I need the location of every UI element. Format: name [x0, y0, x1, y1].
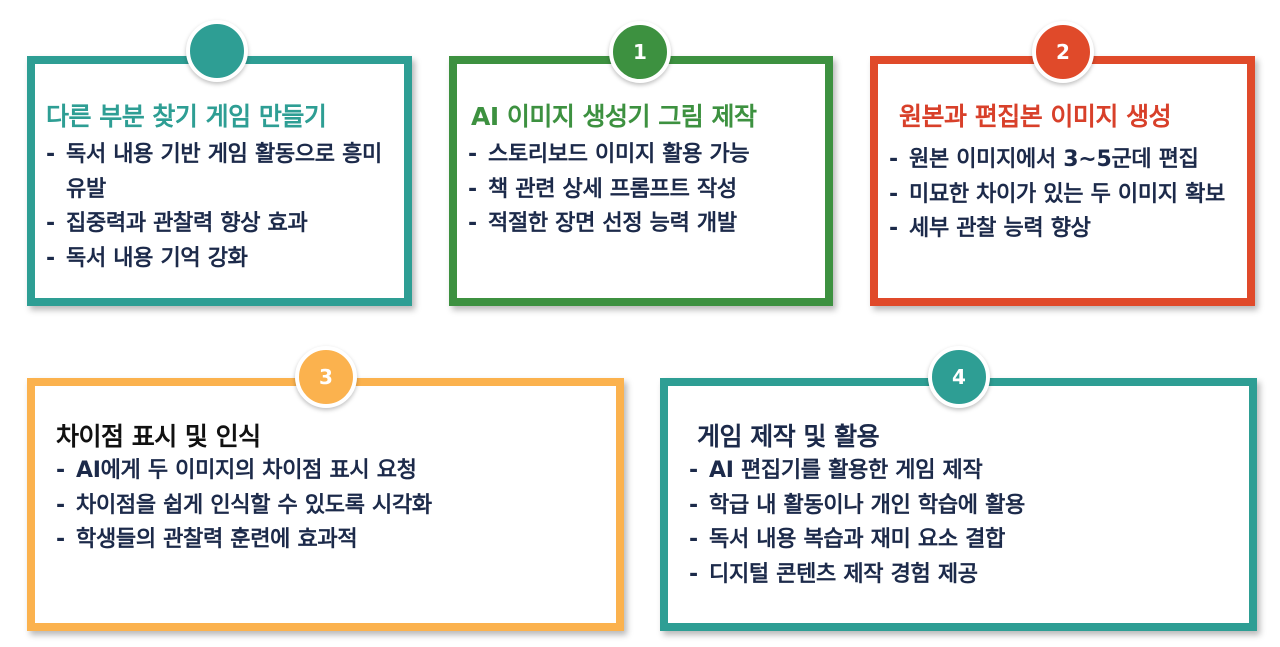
- bullet-list: AI 편집기를 활용한 게임 제작 학급 내 활동이나 개인 학습에 활용 독서…: [687, 454, 1247, 592]
- list-item: 학생들의 관찰력 훈련에 효과적: [54, 523, 614, 558]
- bullet-list: 스토리보드 이미지 활용 가능 책 관련 상세 프롬프트 작성 적절한 장면 선…: [466, 138, 826, 242]
- list-item: 독서 내용 기억 강화: [44, 242, 406, 277]
- list-item: 집중력과 관찰력 향상 효과: [44, 207, 406, 242]
- bullet-list: AI에게 두 이미지의 차이점 표시 요청 차이점을 쉽게 인식할 수 있도록 …: [54, 454, 614, 558]
- list-item: 미묘한 차이가 있는 두 이미지 확보: [887, 178, 1249, 213]
- card-title: AI 이미지 생성기 그림 제작: [471, 102, 757, 131]
- list-item: 독서 내용 기반 게임 활동으로 흥미 유발: [44, 138, 406, 207]
- card-title: 원본과 편집본 이미지 생성: [899, 102, 1172, 131]
- step-badge-label: 2: [1056, 40, 1070, 64]
- list-item: 디지털 콘텐츠 제작 경험 제공: [687, 558, 1247, 593]
- list-item: 학급 내 활동이나 개인 학습에 활용: [687, 489, 1247, 524]
- card-title: 다른 부분 찾기 게임 만들기: [46, 102, 327, 131]
- list-item: 책 관련 상세 프롬프트 작성: [466, 173, 826, 208]
- list-item: 원본 이미지에서 3~5군데 편집: [887, 143, 1249, 178]
- step-badge-1: 1: [609, 21, 671, 83]
- list-item: 독서 내용 복습과 재미 요소 결합: [687, 523, 1247, 558]
- bullet-list: 독서 내용 기반 게임 활동으로 흥미 유발 집중력과 관찰력 향상 효과 독서…: [44, 138, 406, 276]
- bullet-list: 원본 이미지에서 3~5군데 편집 미묘한 차이가 있는 두 이미지 확보 세부…: [887, 143, 1249, 247]
- step-badge-4: 4: [928, 346, 990, 408]
- list-item: 차이점을 쉽게 인식할 수 있도록 시각화: [54, 489, 614, 524]
- step-badge-overview: [186, 20, 248, 82]
- step-badge-label: 1: [633, 40, 647, 64]
- list-item: AI에게 두 이미지의 차이점 표시 요청: [54, 454, 614, 489]
- list-item: 적절한 장면 선정 능력 개발: [466, 207, 826, 242]
- card-title: 게임 제작 및 활용: [697, 422, 880, 451]
- step-badge-2: 2: [1032, 21, 1094, 83]
- step-badge-label: 4: [952, 365, 966, 389]
- list-item: 세부 관찰 능력 향상: [887, 212, 1249, 247]
- list-item: AI 편집기를 활용한 게임 제작: [687, 454, 1247, 489]
- step-badge-label: 3: [319, 365, 333, 389]
- step-badge-3: 3: [295, 346, 357, 408]
- list-item: 스토리보드 이미지 활용 가능: [466, 138, 826, 173]
- card-title: 차이점 표시 및 인식: [56, 422, 261, 451]
